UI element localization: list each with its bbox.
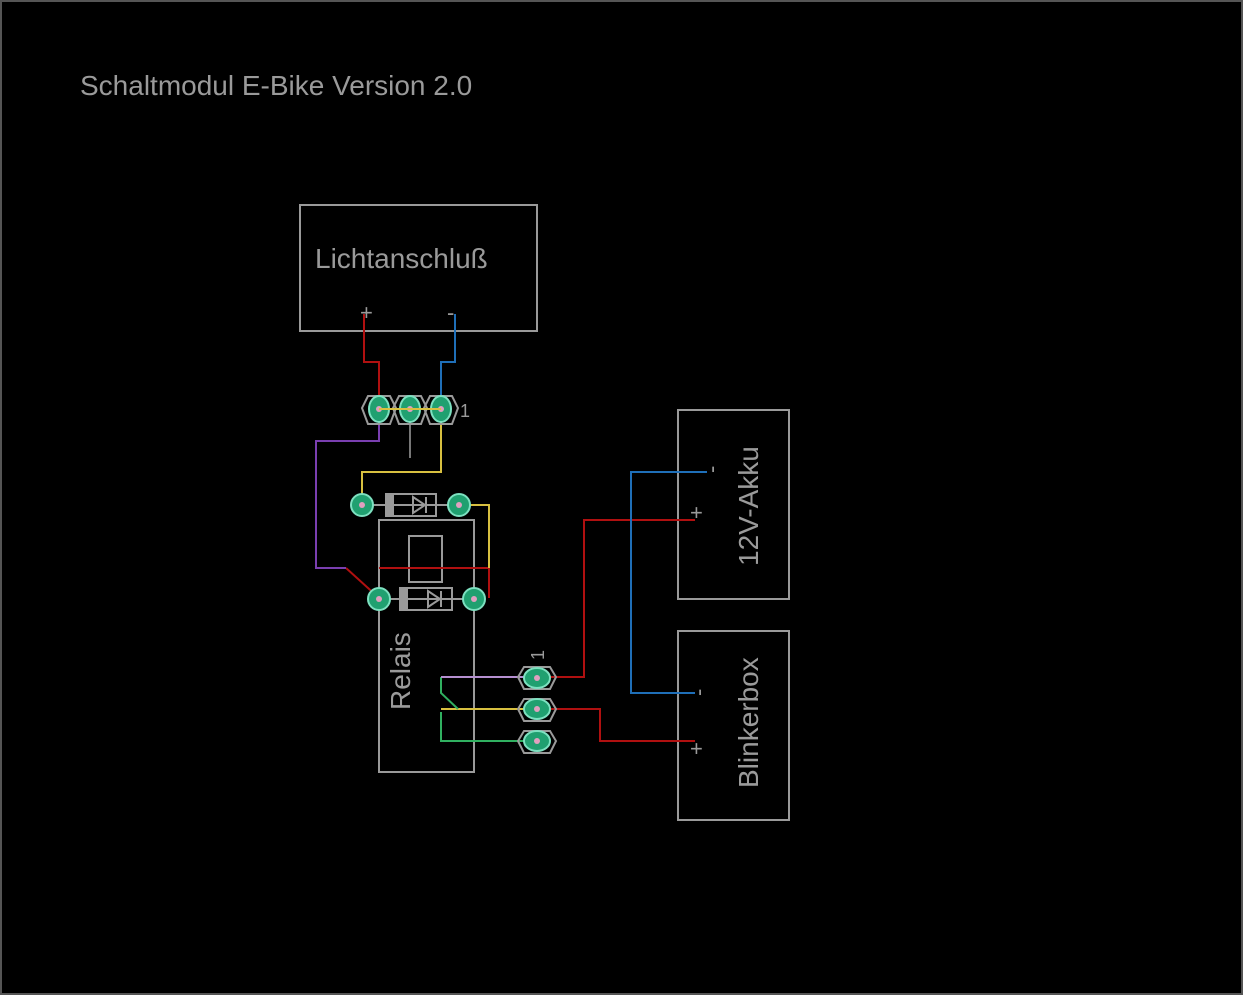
diode-1 [350, 493, 471, 517]
blinker-minus-label: - [686, 689, 711, 696]
wire-blinker-plus [537, 708, 695, 742]
light-minus-label: - [447, 300, 454, 325]
battery-label: 12V-Akku [733, 446, 764, 566]
top-header-pin1-marker: 1 [460, 401, 470, 421]
battery-minus-label: - [699, 466, 724, 473]
battery-box [677, 409, 790, 600]
wire-green-b [440, 712, 537, 742]
diode-2 [367, 587, 486, 611]
diode-icon [412, 495, 427, 515]
wire-green-a [440, 677, 459, 710]
top-header [360, 395, 460, 425]
light-connector-box [299, 204, 538, 332]
blinker-box [677, 630, 790, 821]
wire-battery-plus [537, 519, 695, 678]
wire-light-minus [440, 314, 456, 405]
light-connector-label: Lichtanschluß [315, 243, 488, 274]
wire-purple [315, 418, 380, 569]
right-header-pin1-marker: 1 [528, 650, 548, 660]
blinker-label: Blinkerbox [733, 657, 764, 788]
light-plus-label: + [360, 300, 373, 325]
right-header [516, 666, 558, 754]
page-title: Schaltmodul E-Bike Version 2.0 [80, 70, 472, 101]
relay-box [378, 519, 475, 773]
diode-icon [427, 589, 442, 609]
wire-ground [630, 471, 707, 694]
blinker-plus-label: + [690, 736, 703, 761]
relay-label: Relais [385, 632, 416, 710]
battery-plus-label: + [690, 500, 703, 525]
wire-light-plus [363, 314, 380, 405]
wire-yellow-top [361, 418, 442, 505]
relay-coil [408, 535, 443, 583]
